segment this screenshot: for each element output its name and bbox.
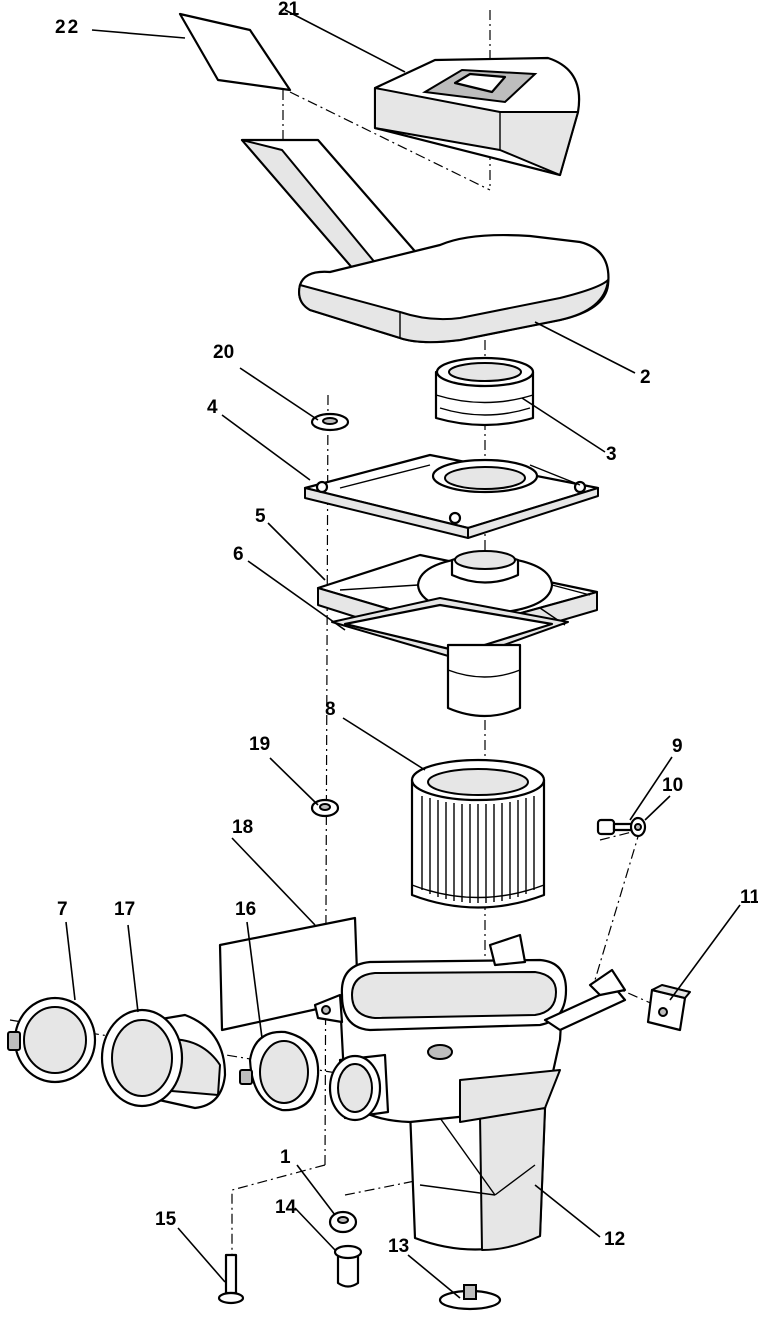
callout-9: 9: [672, 736, 683, 757]
callout-11: 11: [740, 887, 758, 908]
callout-10: 10: [662, 775, 684, 796]
callout-18: 18: [232, 817, 254, 838]
part-11-clip: [646, 984, 691, 1032]
part-17-intake-boot: [100, 1008, 227, 1110]
part-15-bolt: [217, 1253, 245, 1305]
callout-17: 17: [114, 899, 136, 920]
callout-22: 22: [55, 17, 81, 38]
part-6-gasket: [331, 597, 569, 661]
part-9-screw: [596, 818, 634, 836]
part-20-nut: [310, 412, 350, 432]
callout-12: 12: [604, 1229, 626, 1250]
callout-6: 6: [233, 544, 244, 565]
callout-4: 4: [207, 397, 218, 418]
part-8-filter-element: [410, 758, 546, 909]
part-21-cover-cap: [373, 56, 581, 177]
part-12-lower-housing: [313, 933, 627, 1251]
callout-8: 8: [325, 699, 336, 720]
part-10-washer: [629, 816, 647, 838]
part-4-top-plate: [303, 453, 600, 539]
callout-16: 16: [235, 899, 257, 920]
filter-pleats: [421, 796, 535, 903]
leader-lines: [65, 9, 741, 1299]
part-16-clamp: [239, 1030, 320, 1112]
part-22-plate: [178, 12, 292, 92]
callout-2: 2: [640, 367, 651, 388]
callout-19: 19: [249, 734, 271, 755]
callout-20: 20: [213, 342, 235, 363]
part-7-clamp: [7, 996, 97, 1084]
part-2-intake-silencer: [240, 138, 610, 344]
callout-3: 3: [606, 444, 617, 465]
callout-15: 15: [155, 1209, 177, 1230]
callout-13: 13: [388, 1236, 410, 1257]
part-14-spacer: [333, 1244, 363, 1288]
part-3-rubber-sleeve: [434, 356, 535, 427]
callout-21: 21: [278, 0, 300, 20]
part-19-washer: [310, 798, 340, 818]
callout-1: 1: [280, 1147, 291, 1168]
callout-7: 7: [57, 899, 68, 920]
part-13-drain-valve: [438, 1284, 502, 1311]
callout-14: 14: [275, 1197, 297, 1218]
part-5-outlet-tube: [446, 643, 522, 718]
part-1-nut: [328, 1210, 358, 1234]
callout-5: 5: [255, 506, 266, 527]
